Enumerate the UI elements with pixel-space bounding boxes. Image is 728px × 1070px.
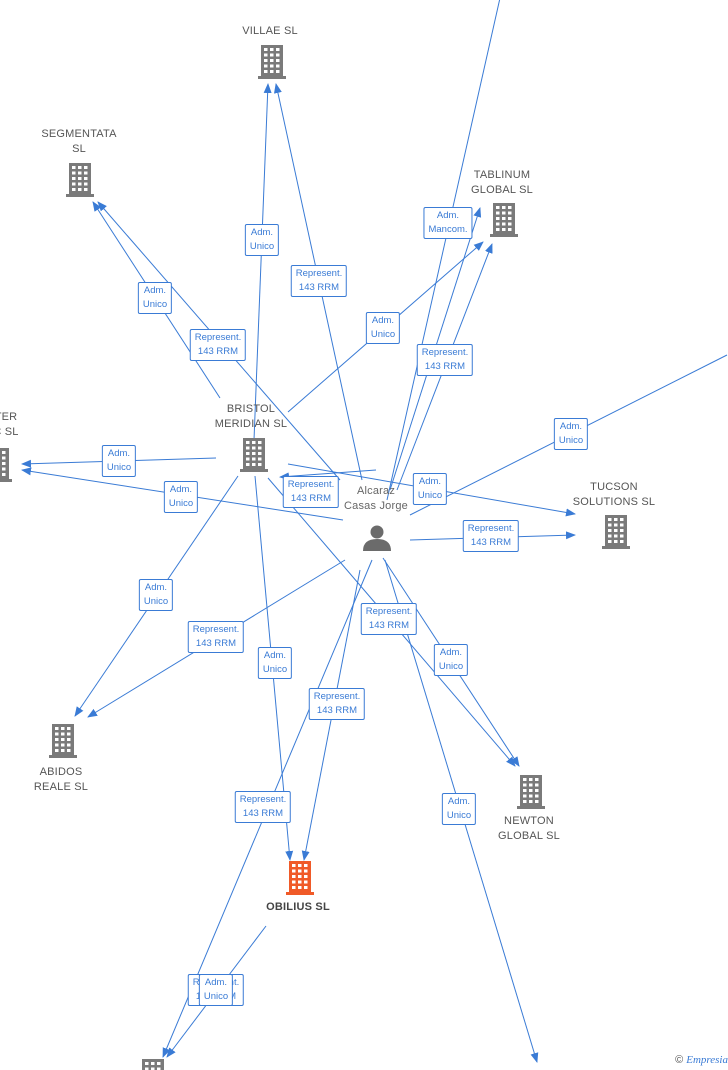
node-tablinum[interactable]: TABLINUM GLOBAL SL <box>471 168 533 198</box>
node-left-cut[interactable]: TER C SL <box>0 410 19 440</box>
node-label: TABLINUM GLOBAL SL <box>471 169 533 196</box>
node-label: BRISTOL MERIDIAN SL <box>214 403 288 430</box>
copyright-symbol: © <box>675 1054 684 1066</box>
edge-label-e6[interactable]: Adm. Unico <box>365 312 401 344</box>
edge-line-1 <box>386 0 501 501</box>
building-icon-newton[interactable] <box>517 775 545 809</box>
node-label: OBILIUS SL <box>266 901 330 913</box>
person-icon[interactable] <box>363 525 391 552</box>
node-label: Alcaraz Casas Jorge <box>344 485 408 512</box>
edge-label-e5[interactable]: Adm. Mancom. <box>423 207 473 239</box>
building-icon-tucson[interactable] <box>602 515 630 549</box>
node-label: NEWTON GLOBAL SL <box>498 815 560 842</box>
building-icon-obilius[interactable] <box>286 861 314 895</box>
brand-name: Empresia <box>686 1054 728 1066</box>
edge-label-e10[interactable]: Represent. 143 RRM <box>282 476 340 508</box>
edge-label-e16[interactable]: Adm. Unico <box>257 647 293 679</box>
node-obilius[interactable]: OBILIUS SL <box>266 900 330 915</box>
edge-label-e23[interactable]: Adm. Unico <box>198 974 234 1006</box>
edge-label-e11[interactable]: Adm. Unico <box>412 473 448 505</box>
node-tucson[interactable]: TUCSON SOLUTIONS SL <box>573 480 655 510</box>
node-label: TUCSON SOLUTIONS SL <box>572 481 656 508</box>
edge-label-e1[interactable]: Adm. Unico <box>244 224 280 256</box>
building-icon-segmentata[interactable] <box>66 163 94 197</box>
building-icon-tablinum[interactable] <box>490 203 518 237</box>
node-bristol[interactable]: BRISTOL MERIDIAN SL <box>215 402 288 432</box>
building-icon-villae[interactable] <box>258 45 286 79</box>
node-segmentata[interactable]: SEGMENTATA SL <box>41 127 116 157</box>
edge-label-e12[interactable]: Adm. Unico <box>553 418 589 450</box>
building-icon-left-cut[interactable] <box>0 448 12 482</box>
edge-label-e2[interactable]: Represent. 143 RRM <box>290 265 348 297</box>
edge-label-e9[interactable]: Adm. Unico <box>163 481 199 513</box>
edge-label-e21[interactable]: Adm. Unico <box>441 793 477 825</box>
building-icon-bottom-cut[interactable] <box>139 1059 167 1070</box>
edge-label-e8[interactable]: Adm. Unico <box>101 445 137 477</box>
edge-label-e18[interactable]: Adm. Unico <box>433 644 469 676</box>
node-villae[interactable]: VILLAE SL <box>242 24 298 39</box>
building-icon-bristol[interactable] <box>240 438 268 472</box>
edge-label-e14[interactable]: Adm. Unico <box>138 579 174 611</box>
node-label: TER C SL <box>0 411 19 438</box>
node-person[interactable]: Alcaraz Casas Jorge <box>344 484 408 514</box>
node-abidos[interactable]: ABIDOS REALE SL <box>34 765 88 795</box>
building-icon-abidos[interactable] <box>49 724 77 758</box>
node-icons <box>0 45 630 1070</box>
edge-label-e4[interactable]: Represent. 143 RRM <box>189 329 247 361</box>
edge-line-3 <box>253 83 272 441</box>
edge-label-e13[interactable]: Represent. 143 RRM <box>462 520 520 552</box>
edge-label-e15[interactable]: Represent. 143 RRM <box>187 621 245 653</box>
node-newton[interactable]: NEWTON GLOBAL SL <box>498 814 560 844</box>
edge-line-13 <box>279 469 377 481</box>
edge-label-e20[interactable]: Represent. 143 RRM <box>234 791 292 823</box>
edge-label-e7[interactable]: Represent. 143 RRM <box>416 344 474 376</box>
edge-label-e19[interactable]: Represent. 143 RRM <box>308 688 366 720</box>
node-label: ABIDOS REALE SL <box>33 766 89 793</box>
footer-brand[interactable]: © Empresia <box>675 1054 728 1066</box>
node-label: SEGMENTATA SL <box>41 128 117 155</box>
edge-label-e3[interactable]: Adm. Unico <box>137 282 173 314</box>
node-label: VILLAE SL <box>242 25 298 37</box>
edge-label-e17[interactable]: Represent. 143 RRM <box>360 603 418 635</box>
